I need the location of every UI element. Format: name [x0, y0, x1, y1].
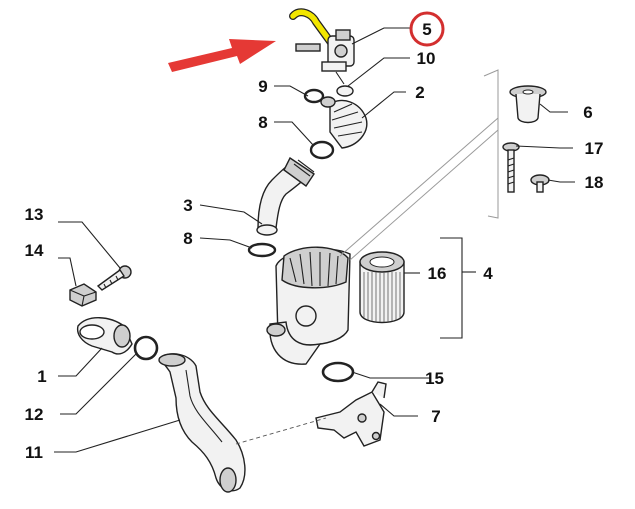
label-12: 12 — [25, 405, 44, 424]
label-4: 4 — [483, 264, 493, 283]
part-10-small-clamp — [336, 85, 354, 97]
label-11: 11 — [25, 443, 43, 462]
part-16-filter-cartridge — [359, 251, 405, 324]
highlight-circle — [409, 11, 445, 47]
part-1-inlet-adapter — [76, 317, 133, 355]
label-2: 2 — [415, 83, 424, 102]
part-7-mounting-bracket — [315, 381, 387, 447]
part-9-o-ring — [303, 88, 325, 104]
label-15: 15 — [425, 369, 444, 388]
part-5-breather-valve — [289, 8, 355, 85]
label-14: 14 — [25, 241, 44, 260]
part-11-intake-duct — [158, 353, 246, 493]
part-8-lower-clamp — [247, 242, 277, 258]
dashed-alignment-line — [235, 417, 327, 445]
part-2-corrugated-hose — [320, 96, 368, 149]
label-17: 17 — [585, 139, 604, 158]
part-14-rubber-mount — [69, 283, 97, 307]
label-3: 3 — [183, 196, 192, 215]
label-8-lower: 8 — [183, 229, 192, 248]
label-7: 7 — [431, 407, 440, 426]
label-5: 5 — [422, 20, 431, 39]
part-18-screw — [530, 174, 550, 193]
part-15-clamp — [321, 361, 355, 383]
label-10: 10 — [417, 49, 436, 68]
part-6-cap — [509, 85, 547, 124]
guide-line-upper — [339, 117, 499, 257]
subassembly-bracket — [483, 69, 499, 219]
highlight-arrow — [168, 39, 276, 72]
part-8-upper-clamp — [309, 140, 335, 160]
label-18: 18 — [585, 173, 604, 192]
guide-line-lower — [349, 129, 499, 261]
part-4-air-filter-housing — [266, 246, 351, 365]
label-13: 13 — [25, 205, 44, 224]
part-13-bolt — [96, 265, 132, 291]
label-1: 1 — [37, 367, 46, 386]
part-12-clamp — [133, 335, 159, 361]
label-16: 16 — [428, 264, 447, 283]
label-8-upper: 8 — [258, 113, 267, 132]
part-3-intake-elbow — [256, 156, 315, 236]
label-9: 9 — [258, 77, 267, 96]
leader-lines — [54, 27, 575, 453]
part-4-group-bracket — [440, 237, 463, 339]
part-17-bolt — [502, 142, 520, 193]
label-6: 6 — [583, 103, 592, 122]
